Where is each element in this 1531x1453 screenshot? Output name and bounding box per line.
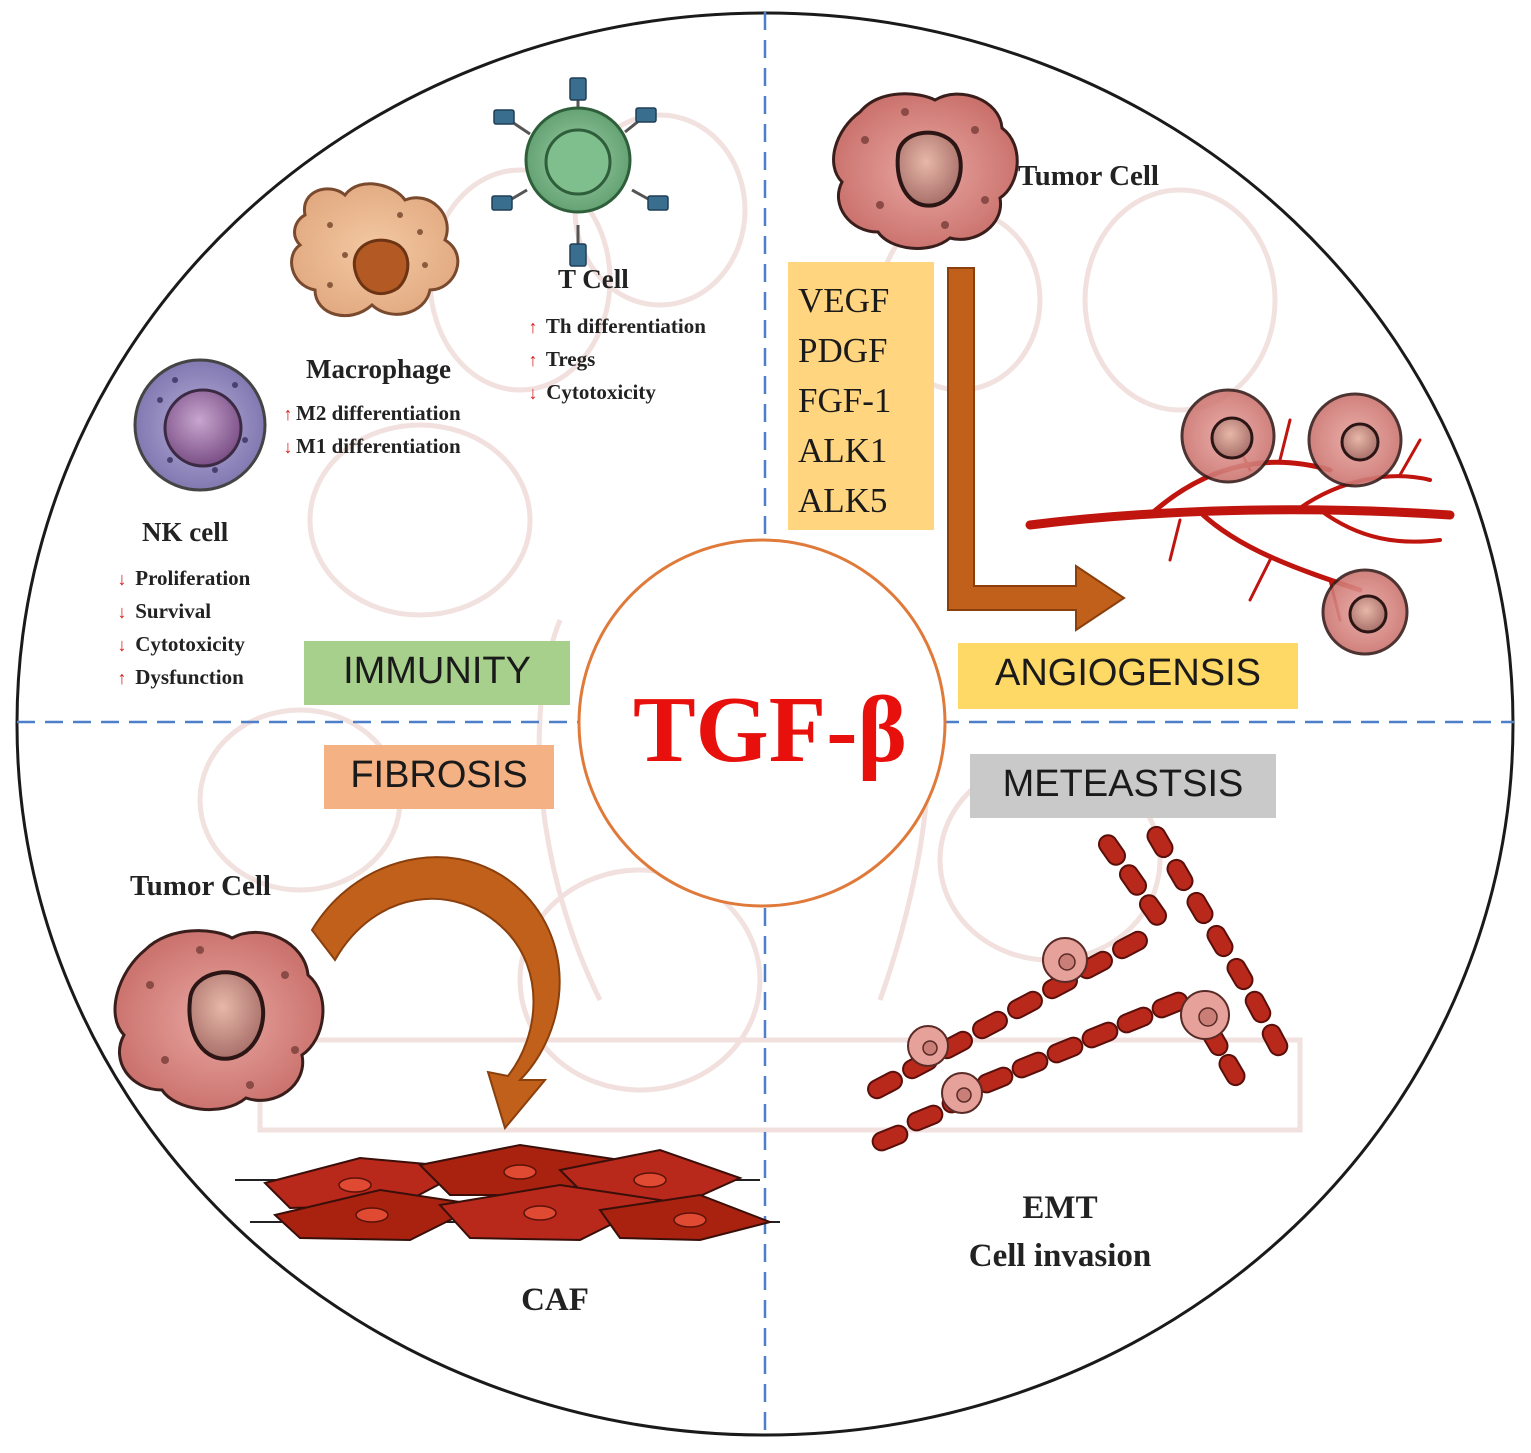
effect-row: ↓ Cytotoxicity <box>525 376 706 409</box>
down-arrow-icon: ↓ <box>117 602 127 622</box>
fibrosis-label: FIBROSIS <box>350 754 528 796</box>
emt-cell-chains <box>867 825 1289 1152</box>
cell-invasion-label: Cell invasion <box>968 1238 1152 1274</box>
effect-row: ↓ Cytotoxicity <box>114 628 250 661</box>
angiogenesis-box <box>958 643 1298 709</box>
metastasis-label: METEASTSIS <box>1002 763 1244 805</box>
effect-row: ↑ Th differentiation <box>525 310 706 343</box>
caf-icon <box>235 1143 780 1242</box>
tumor-cell-label-top: Tumor Cell <box>1018 160 1159 192</box>
nk-cell-effects: ↓ Proliferation ↓ Survival ↓ Cytotoxicit… <box>114 562 251 694</box>
tumor-cell-icon-top <box>832 92 1019 250</box>
up-arrow-icon: ↑ <box>117 668 127 688</box>
up-arrow-icon: ↑ <box>283 404 293 424</box>
effect-row: ↑ Tregs <box>525 343 706 376</box>
factor-item: FGF-1 <box>798 381 892 420</box>
up-arrow-icon: ↑ <box>528 317 538 337</box>
emt-label: EMT <box>1022 1190 1098 1226</box>
effect-row: ↓ Survival <box>114 595 250 628</box>
effect-row: ↓M1 differentiation <box>280 430 461 463</box>
fibrosis-arrow <box>310 856 561 1131</box>
macrophage-effects: ↑M2 differentiation ↓M1 differentiation <box>280 397 461 463</box>
tumor-cell-icon-bottom <box>113 929 325 1111</box>
up-arrow-icon: ↑ <box>528 350 538 370</box>
down-arrow-icon: ↓ <box>283 437 293 457</box>
t-cell-effects: ↑ Th differentiation ↑ Tregs ↓ Cytotoxic… <box>525 310 706 409</box>
effect-row: ↑ Dysfunction <box>114 661 250 694</box>
fibrosis-box <box>324 745 554 809</box>
down-arrow-icon: ↓ <box>528 383 538 403</box>
macrophage-label: Macrophage <box>306 354 451 384</box>
angiogenesis-label: ANGIOGENSIS <box>994 652 1262 694</box>
immunity-box <box>304 641 570 705</box>
effect-row: ↑M2 differentiation <box>280 397 461 430</box>
down-arrow-icon: ↓ <box>117 635 127 655</box>
t-cell-icon <box>491 77 669 267</box>
angiogenesis-arrow <box>947 267 1126 632</box>
effect-row: ↓ Proliferation <box>114 562 251 595</box>
center-title: TGF-β <box>632 678 908 782</box>
center-ring <box>577 538 947 908</box>
down-arrow-icon: ↓ <box>117 569 127 589</box>
macrophage-icon <box>290 182 460 318</box>
factor-item: PDGF <box>798 331 888 370</box>
tumor-cell-label-bottom: Tumor Cell <box>130 870 271 902</box>
factor-item: VEGF <box>798 281 890 320</box>
caf-label: CAF <box>521 1282 589 1318</box>
growth-factor-box <box>788 262 934 530</box>
t-cell-label: T Cell <box>558 264 629 294</box>
growth-factor-list: VEGF PDGF FGF-1 ALK1 ALK5 <box>788 262 934 530</box>
vessel-tumor-cells <box>1180 388 1409 656</box>
nk-cell-label: NK cell <box>142 517 229 547</box>
factor-item: ALK5 <box>798 481 888 520</box>
metastasis-box <box>970 754 1276 818</box>
immunity-label: IMMUNITY <box>343 650 531 692</box>
factor-item: ALK1 <box>798 431 888 470</box>
nk-cell-icon <box>133 358 267 492</box>
